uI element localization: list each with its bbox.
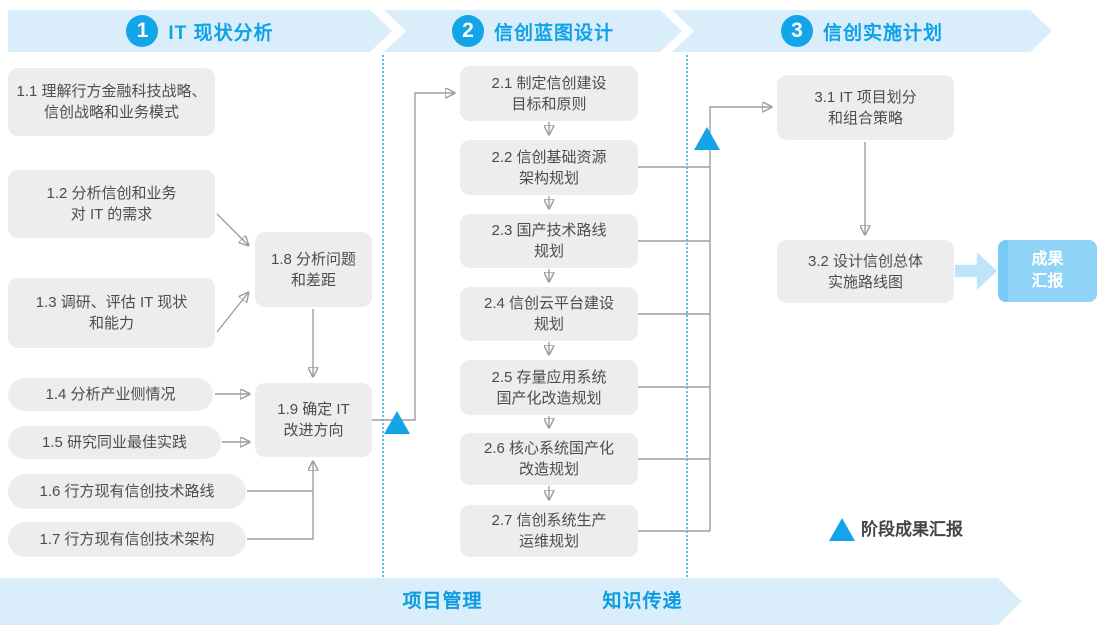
result-report-label: 成果 汇报	[1031, 251, 1064, 290]
phase-1-number-badge: 1	[126, 15, 158, 47]
milestone-triangle-icon-phase1	[384, 411, 410, 434]
box-1-2: 1.2 分析信创和业务 对 IT 的需求	[8, 170, 215, 238]
box-2-2: 2.2 信创基础资源 架构规划	[460, 140, 638, 195]
box-1-5: 1.5 研究同业最佳实践	[8, 426, 221, 459]
connector-1-9-to-2-1	[372, 93, 454, 421]
phase-banner-3: 3 信创实施计划	[672, 10, 1052, 52]
box-3-1: 3.1 IT 项目划分 和组合策略	[777, 75, 954, 140]
box-2-7: 2.7 信创系统生产 运维规划	[460, 505, 638, 557]
box-2-4: 2.4 信创云平台建设 规划	[460, 287, 638, 341]
phase-banner-1: 1 IT 现状分析	[8, 10, 392, 52]
phase-banner-2: 2 信创蓝图设计	[384, 10, 682, 52]
phase-divider-2-3	[686, 55, 688, 577]
result-block-arrow-icon	[955, 252, 997, 290]
phase-2-number-badge: 2	[452, 15, 484, 47]
footer-label-project-management: 项目管理	[402, 591, 483, 612]
phase-3-number-badge: 3	[781, 15, 813, 47]
box-1-3: 1.3 调研、评估 IT 现状 和能力	[8, 278, 215, 348]
footer-label-knowledge-transfer: 知识传递	[602, 591, 683, 612]
connector-1-2-to-1-8	[216, 213, 248, 245]
phase-3-title: 信创实施计划	[822, 22, 943, 44]
box-1-4: 1.4 分析产业侧情况	[8, 378, 213, 411]
connector-1-3-to-1-8	[216, 293, 248, 333]
box-2-1: 2.1 制定信创建设 目标和原则	[460, 66, 638, 121]
legend-label: 阶段成果汇报	[861, 520, 963, 539]
phase-1-title: IT 现状分析	[168, 22, 274, 44]
result-box-stripe	[998, 240, 1008, 302]
result-report-box: 成果 汇报	[998, 240, 1097, 302]
box-1-1: 1.1 理解行方金融科技战略、 信创战略和业务模式	[8, 68, 215, 136]
phase-2-title: 信创蓝图设计	[493, 22, 614, 44]
footer-banner	[0, 578, 1022, 625]
box-3-2: 3.2 设计信创总体 实施路线图	[777, 240, 954, 303]
milestone-triangle-icon-phase2	[694, 127, 720, 150]
connector-1-7-to-1-9	[247, 462, 313, 540]
box-2-3: 2.3 国产技术路线 规划	[460, 214, 638, 268]
box-1-6: 1.6 行方现有信创技术路线	[8, 474, 246, 509]
connector-bus-to-3-1	[709, 107, 771, 531]
box-2-5: 2.5 存量应用系统 国产化改造规划	[460, 360, 638, 415]
box-2-6: 2.6 核心系统国产化 改造规划	[460, 433, 638, 485]
phase-divider-1-2	[382, 55, 384, 577]
box-1-8: 1.8 分析问题 和差距	[255, 232, 372, 307]
legend-triangle-icon	[829, 518, 855, 541]
box-1-9: 1.9 确定 IT 改进方向	[255, 383, 372, 457]
box-1-7: 1.7 行方现有信创技术架构	[8, 522, 246, 557]
